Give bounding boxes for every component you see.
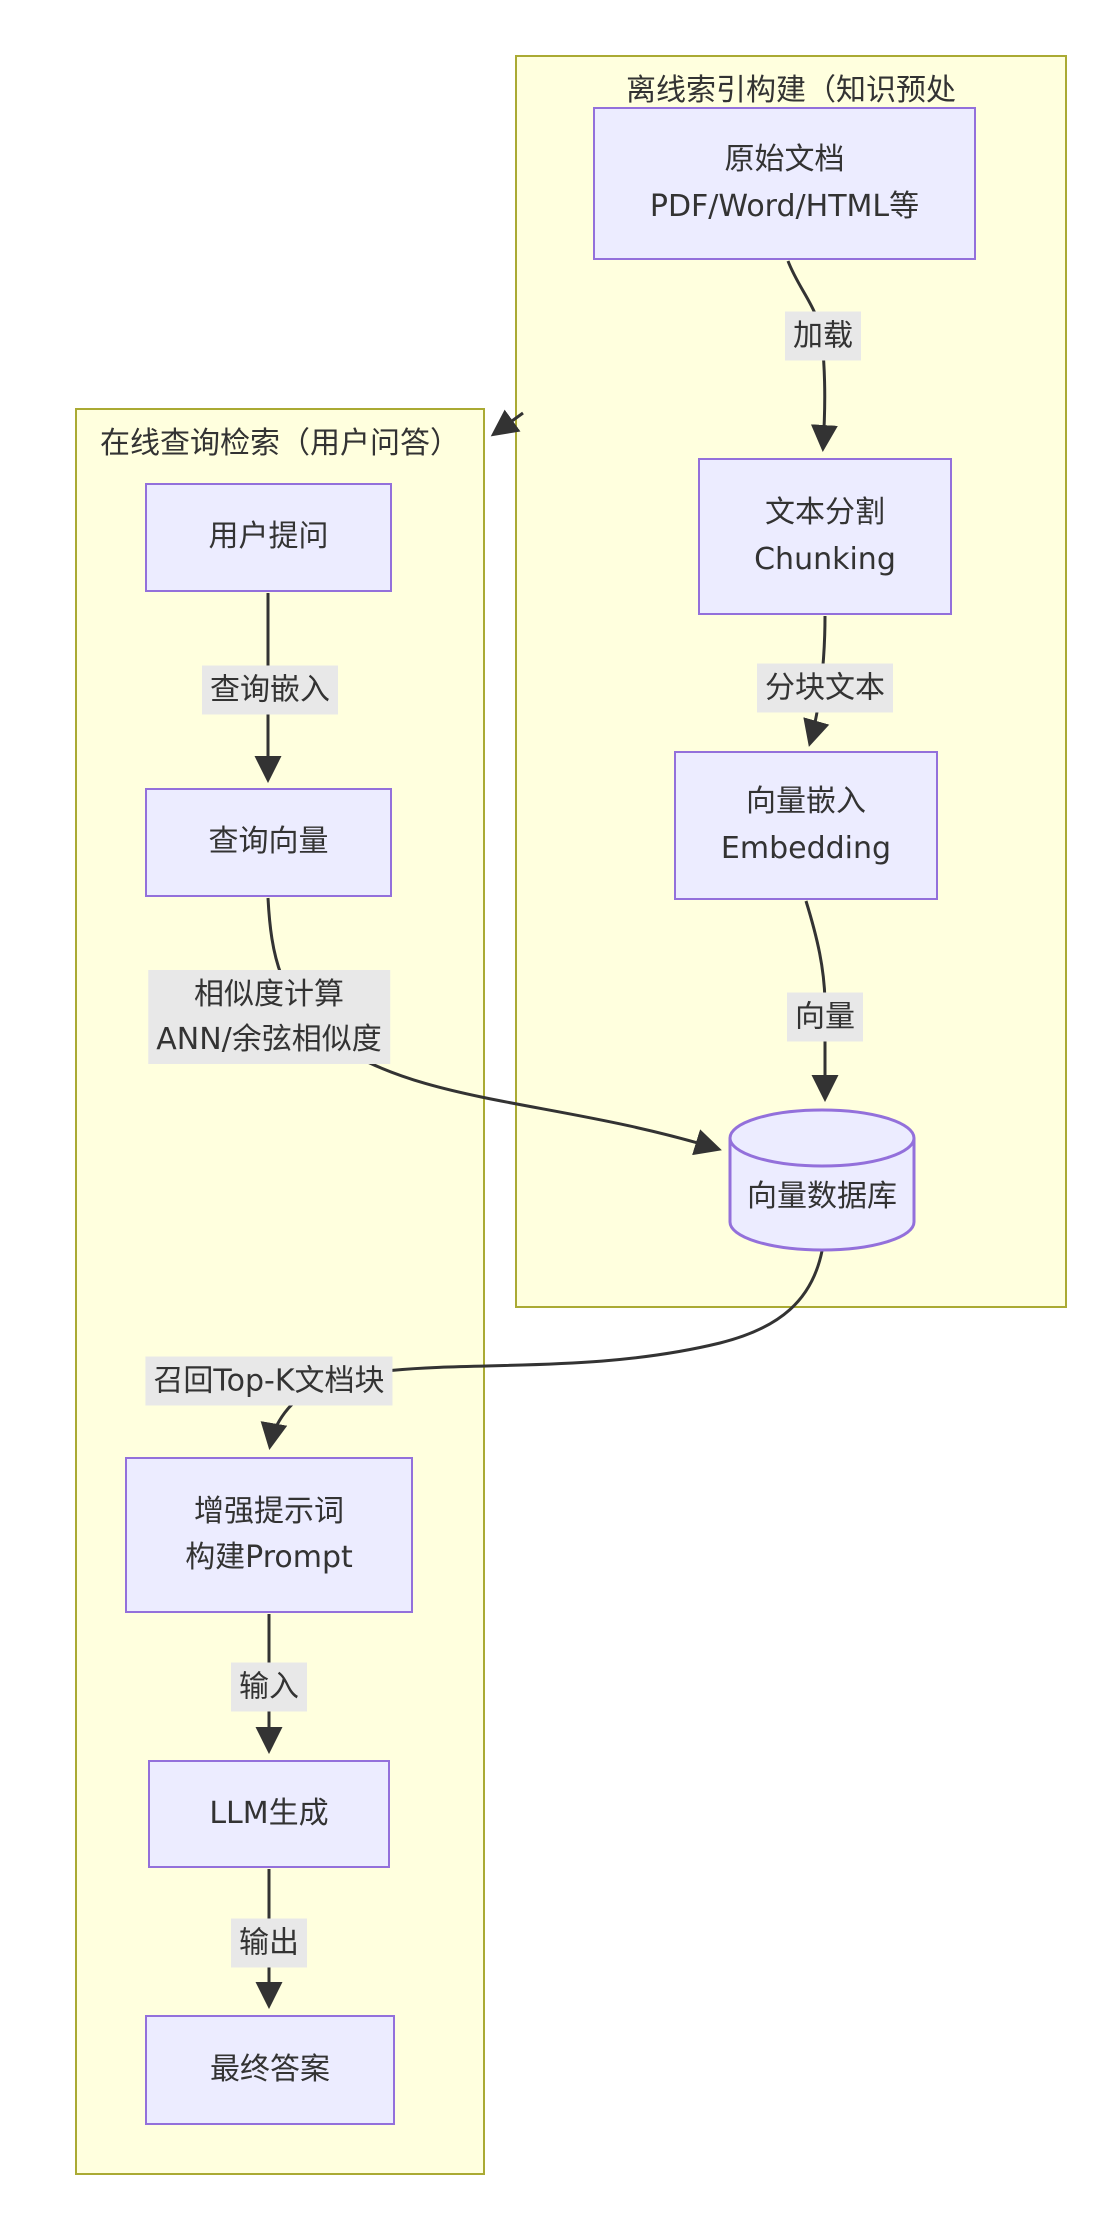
node-final-answer: 最终答案 bbox=[145, 2015, 395, 2125]
node-augmented-prompt: 增强提示词 构建Prompt bbox=[125, 1457, 413, 1613]
edge-label-output: 输出 bbox=[231, 1918, 307, 1968]
edge-cross-subgraph bbox=[490, 409, 524, 437]
node-embedding: 向量嵌入 Embedding bbox=[674, 751, 938, 900]
node-user-query: 用户提问 bbox=[145, 483, 392, 592]
node-vector-db-label: 向量数据库 bbox=[747, 1179, 897, 1214]
cluster-offline-title: 离线索引构建（知识预处 bbox=[626, 73, 956, 108]
node-query-vector: 查询向量 bbox=[145, 788, 392, 897]
node-vector-db-shape bbox=[728, 1108, 916, 1252]
cluster-online-title: 在线查询检索（用户问答） bbox=[100, 426, 460, 461]
node-raw-docs: 原始文档 PDF/Word/HTML等 bbox=[593, 107, 976, 260]
edge-label-chunked-text: 分块文本 bbox=[757, 663, 893, 713]
node-llm-generate: LLM生成 bbox=[148, 1760, 390, 1868]
node-chunking: 文本分割 Chunking bbox=[698, 458, 952, 615]
edge-label-vector: 向量 bbox=[787, 992, 863, 1042]
edge-label-load: 加载 bbox=[785, 311, 861, 361]
edge-label-recall-topk: 召回Top-K文档块 bbox=[145, 1356, 393, 1406]
edge-label-input: 输入 bbox=[231, 1662, 307, 1712]
edge-label-similarity: 相似度计算 ANN/余弦相似度 bbox=[148, 970, 390, 1064]
edge-label-query-embed: 查询嵌入 bbox=[202, 665, 338, 715]
edge-recall bbox=[260, 1250, 824, 1450]
